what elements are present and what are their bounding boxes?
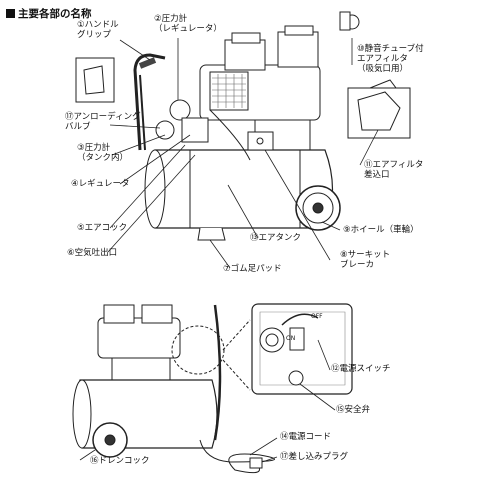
label-drain-cock: ⑯ドレンコック bbox=[90, 456, 150, 466]
label-plug: ⑰差し込みプラグ bbox=[280, 452, 349, 462]
label-filter-port: ⑪エアフィルタ 差込口 bbox=[364, 160, 424, 180]
switch-off-mark: OFF bbox=[311, 313, 323, 320]
label-safety-valve: ⑮安全弁 bbox=[336, 405, 371, 415]
label-air-tank: ⑬エアタンク bbox=[250, 233, 302, 243]
label-air-cock: ⑤エアコック bbox=[77, 223, 128, 233]
label-gauge-regulator: ②圧力計 （レギュレータ） bbox=[154, 14, 222, 34]
leader-lines bbox=[79, 38, 379, 463]
label-power-switch: ⑫電源スイッチ bbox=[331, 364, 391, 374]
page-title: 主要各部の名称 bbox=[18, 8, 92, 20]
header-bullet-icon bbox=[6, 9, 15, 18]
label-circuit-breaker: ⑧サーキット ブレーカ bbox=[340, 250, 391, 270]
label-air-outlet: ⑥空気吐出口 bbox=[67, 248, 118, 258]
label-air-filter-silencer: ⑩静音チューブ付 エアフィルタ （吸気口用） bbox=[357, 44, 424, 74]
label-rubber-pad: ⑦ゴム足パッド bbox=[223, 264, 282, 274]
unloading-valve-inset bbox=[75, 57, 115, 103]
label-gauge-tank: ③圧力計 （タンク内） bbox=[77, 143, 129, 163]
label-regulator: ④レギュレータ bbox=[71, 179, 130, 189]
switch-on-mark: ON bbox=[286, 335, 295, 342]
label-power-cord: ⑭電源コード bbox=[280, 432, 332, 442]
label-wheel: ⑨ホイール（車輪） bbox=[343, 225, 419, 235]
compressor-bottom-illustration bbox=[72, 304, 275, 474]
compressor-top-illustration bbox=[133, 11, 406, 241]
label-unloading-valve: ⑰アンローディング バルブ bbox=[65, 112, 141, 132]
section-header: 主要各部の名称 bbox=[6, 6, 92, 21]
label-handle-grip: ①ハンドル グリップ bbox=[77, 20, 119, 40]
